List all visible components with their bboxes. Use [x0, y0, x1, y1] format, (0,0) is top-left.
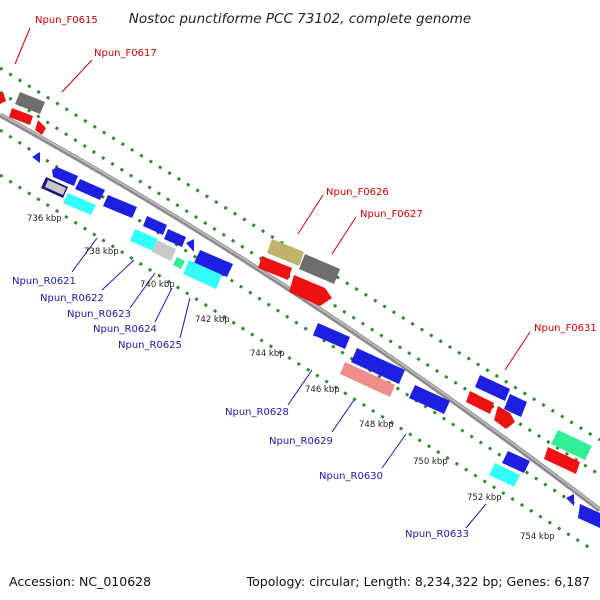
gene-feature[interactable] — [313, 323, 350, 349]
leader-line — [504, 331, 531, 371]
leader-line — [297, 194, 324, 235]
leader-line — [331, 216, 357, 255]
gene-label[interactable]: Npun_R0625 — [118, 340, 182, 351]
forward-gene-labels: Npun_F0615 Npun_F0617 Npun_F0626 Npun_F0… — [35, 15, 597, 334]
gene-feature[interactable] — [52, 167, 78, 186]
gene-feature[interactable] — [409, 385, 450, 414]
gene-label[interactable]: Npun_R0633 — [405, 529, 469, 540]
leader-line — [61, 59, 93, 93]
kbp-label: 742 kbp — [195, 315, 230, 325]
gene-feature[interactable] — [164, 229, 186, 247]
gene-feature[interactable] — [143, 216, 167, 235]
gene-feature[interactable] — [494, 406, 515, 429]
gene-label[interactable]: Npun_F0627 — [360, 209, 423, 220]
reverse-gene-labels: Npun_R0621 Npun_R0622 Npun_R0623 Npun_R0… — [12, 276, 469, 540]
gene-label[interactable]: Npun_F0631 — [534, 323, 597, 334]
gene-feature[interactable] — [0, 92, 6, 104]
gene-feature[interactable] — [186, 239, 194, 252]
gene-feature[interactable] — [351, 348, 405, 384]
leader-line — [129, 272, 156, 309]
leader-lines — [14, 27, 531, 529]
gene-label[interactable]: Npun_R0622 — [40, 293, 104, 304]
accession-text: Accession: NC_010628 — [9, 574, 151, 589]
kbp-label: 740 kbp — [140, 280, 175, 290]
gene-label[interactable]: Npun_R0630 — [319, 471, 383, 482]
gene-label[interactable]: Npun_F0615 — [35, 15, 98, 26]
gene-feature[interactable] — [475, 375, 510, 401]
gene-feature[interactable] — [32, 152, 40, 163]
gene-label[interactable]: Npun_R0624 — [93, 324, 157, 335]
gene-feature[interactable] — [551, 430, 592, 460]
gene-feature[interactable] — [566, 494, 574, 506]
gene-feature[interactable] — [75, 179, 105, 200]
kbp-label: 738 kbp — [84, 247, 119, 257]
gene-label[interactable]: Npun_R0628 — [225, 407, 289, 418]
gene-feature[interactable] — [194, 250, 233, 277]
gene-feature[interactable] — [183, 260, 222, 289]
gene-feature[interactable] — [130, 229, 158, 251]
gene-feature[interactable] — [504, 394, 527, 417]
gene-feature[interactable] — [15, 92, 45, 114]
gene-feature[interactable] — [152, 240, 176, 261]
gene-label[interactable]: Npun_F0617 — [94, 48, 157, 59]
leader-line — [287, 369, 313, 406]
gene-label[interactable]: Npun_R0623 — [67, 309, 131, 320]
gene-feature[interactable] — [45, 180, 66, 195]
ruler-labels: 736 kbp 738 kbp 740 kbp 742 kbp 744 kbp … — [27, 214, 555, 542]
gene-label[interactable]: Npun_F0626 — [326, 187, 389, 198]
gene-label[interactable]: Npun_R0629 — [269, 436, 333, 447]
kbp-label: 748 kbp — [359, 420, 394, 430]
gene-feature[interactable] — [35, 120, 46, 135]
leader-line — [179, 297, 191, 339]
leader-line — [71, 237, 98, 273]
gene-feature[interactable] — [63, 193, 96, 215]
kbp-label: 750 kbp — [413, 457, 448, 467]
gene-feature[interactable] — [544, 447, 580, 474]
leader-line — [465, 503, 487, 529]
leader-line — [331, 399, 355, 433]
kbp-label: 752 kbp — [467, 493, 502, 503]
leader-line — [14, 27, 31, 65]
leader-line — [101, 259, 135, 291]
gene-label[interactable]: Npun_R0621 — [12, 276, 76, 287]
inner-reverse-guide — [0, 128, 600, 522]
map-title: Nostoc punctiforme PCC 73102, complete g… — [129, 11, 471, 27]
genome-summary-text: Topology: circular; Length: 8,234,322 bp… — [246, 574, 590, 589]
gene-feature[interactable] — [502, 451, 530, 473]
gene-feature[interactable] — [173, 257, 185, 269]
forward-genes — [0, 92, 592, 474]
leader-line — [154, 287, 173, 323]
gene-feature[interactable] — [489, 463, 520, 487]
kbp-label: 744 kbp — [250, 349, 285, 359]
gene-feature[interactable] — [9, 108, 33, 125]
kbp-label: 746 kbp — [305, 385, 340, 395]
gene-feature[interactable] — [466, 391, 494, 414]
leader-line — [381, 433, 407, 469]
gene-feature[interactable] — [103, 195, 137, 218]
kbp-label: 736 kbp — [27, 214, 62, 224]
gene-feature[interactable] — [299, 254, 340, 284]
reverse-genes — [32, 152, 600, 528]
gene-feature[interactable] — [340, 362, 395, 397]
kbp-label: 754 kbp — [520, 532, 555, 542]
gene-feature[interactable] — [578, 504, 600, 528]
gene-feature[interactable] — [289, 275, 332, 306]
gene-feature[interactable] — [267, 239, 304, 266]
gene-feature[interactable] — [258, 256, 292, 280]
